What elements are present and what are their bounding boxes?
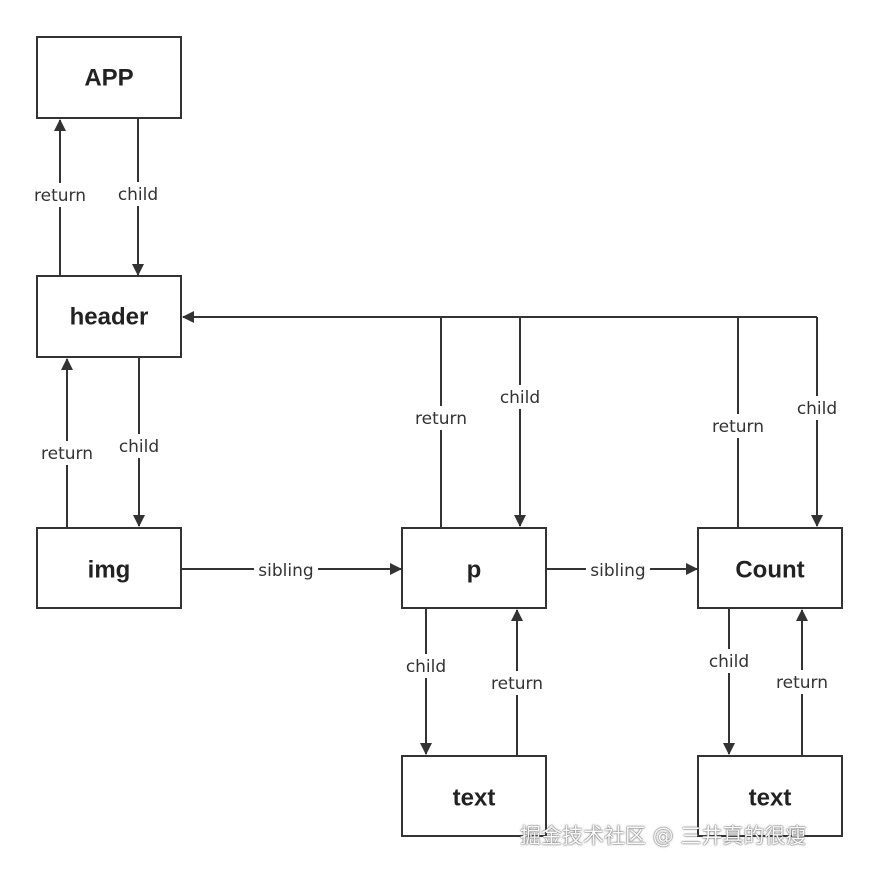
label-child-p-text: child	[402, 654, 450, 678]
svg-text:APP: APP	[84, 65, 133, 92]
svg-text:child: child	[797, 399, 837, 419]
svg-text:child: child	[119, 437, 159, 457]
svg-text:img: img	[88, 557, 131, 584]
label-sibling-img-p: sibling	[254, 558, 318, 582]
label-child-p: child	[496, 385, 544, 409]
svg-text:child: child	[406, 657, 446, 677]
svg-text:return: return	[415, 409, 467, 429]
svg-text:header: header	[70, 304, 149, 331]
label-child-img: child	[115, 434, 163, 458]
svg-text:return: return	[776, 673, 828, 693]
node-img: img	[36, 527, 182, 609]
svg-text:return: return	[712, 417, 764, 437]
svg-text:return: return	[41, 444, 93, 464]
label-child-count: child	[793, 396, 841, 420]
label-sibling-p-count: sibling	[586, 558, 650, 582]
svg-text:sibling: sibling	[590, 561, 645, 581]
label-return-count: return	[710, 414, 766, 438]
label-child-count-text: child	[705, 649, 753, 673]
svg-text:return: return	[34, 186, 86, 206]
svg-text:child: child	[500, 388, 540, 408]
svg-text:text: text	[453, 785, 496, 812]
svg-text:return: return	[491, 674, 543, 694]
svg-text:text: text	[749, 785, 792, 812]
label-return-text-count: return	[774, 670, 830, 694]
svg-text:child: child	[709, 652, 749, 672]
label-child-app: child	[114, 182, 162, 206]
node-text-count: text	[697, 755, 843, 837]
node-text-p: text	[401, 755, 547, 837]
node-header: header	[36, 275, 182, 358]
node-count: Count	[697, 527, 843, 609]
svg-text:sibling: sibling	[258, 561, 313, 581]
node-p: p	[401, 527, 547, 609]
label-return-text-p: return	[489, 671, 545, 695]
svg-text:Count: Count	[735, 557, 804, 584]
svg-text:child: child	[118, 185, 158, 205]
label-return-img: return	[39, 441, 95, 465]
node-app: APP	[36, 36, 182, 119]
label-return-p: return	[413, 406, 469, 430]
svg-text:p: p	[467, 557, 482, 584]
watermark: 掘金技术社区 @ 三井真的很瘦	[520, 824, 807, 848]
label-return-app: return	[32, 183, 88, 207]
